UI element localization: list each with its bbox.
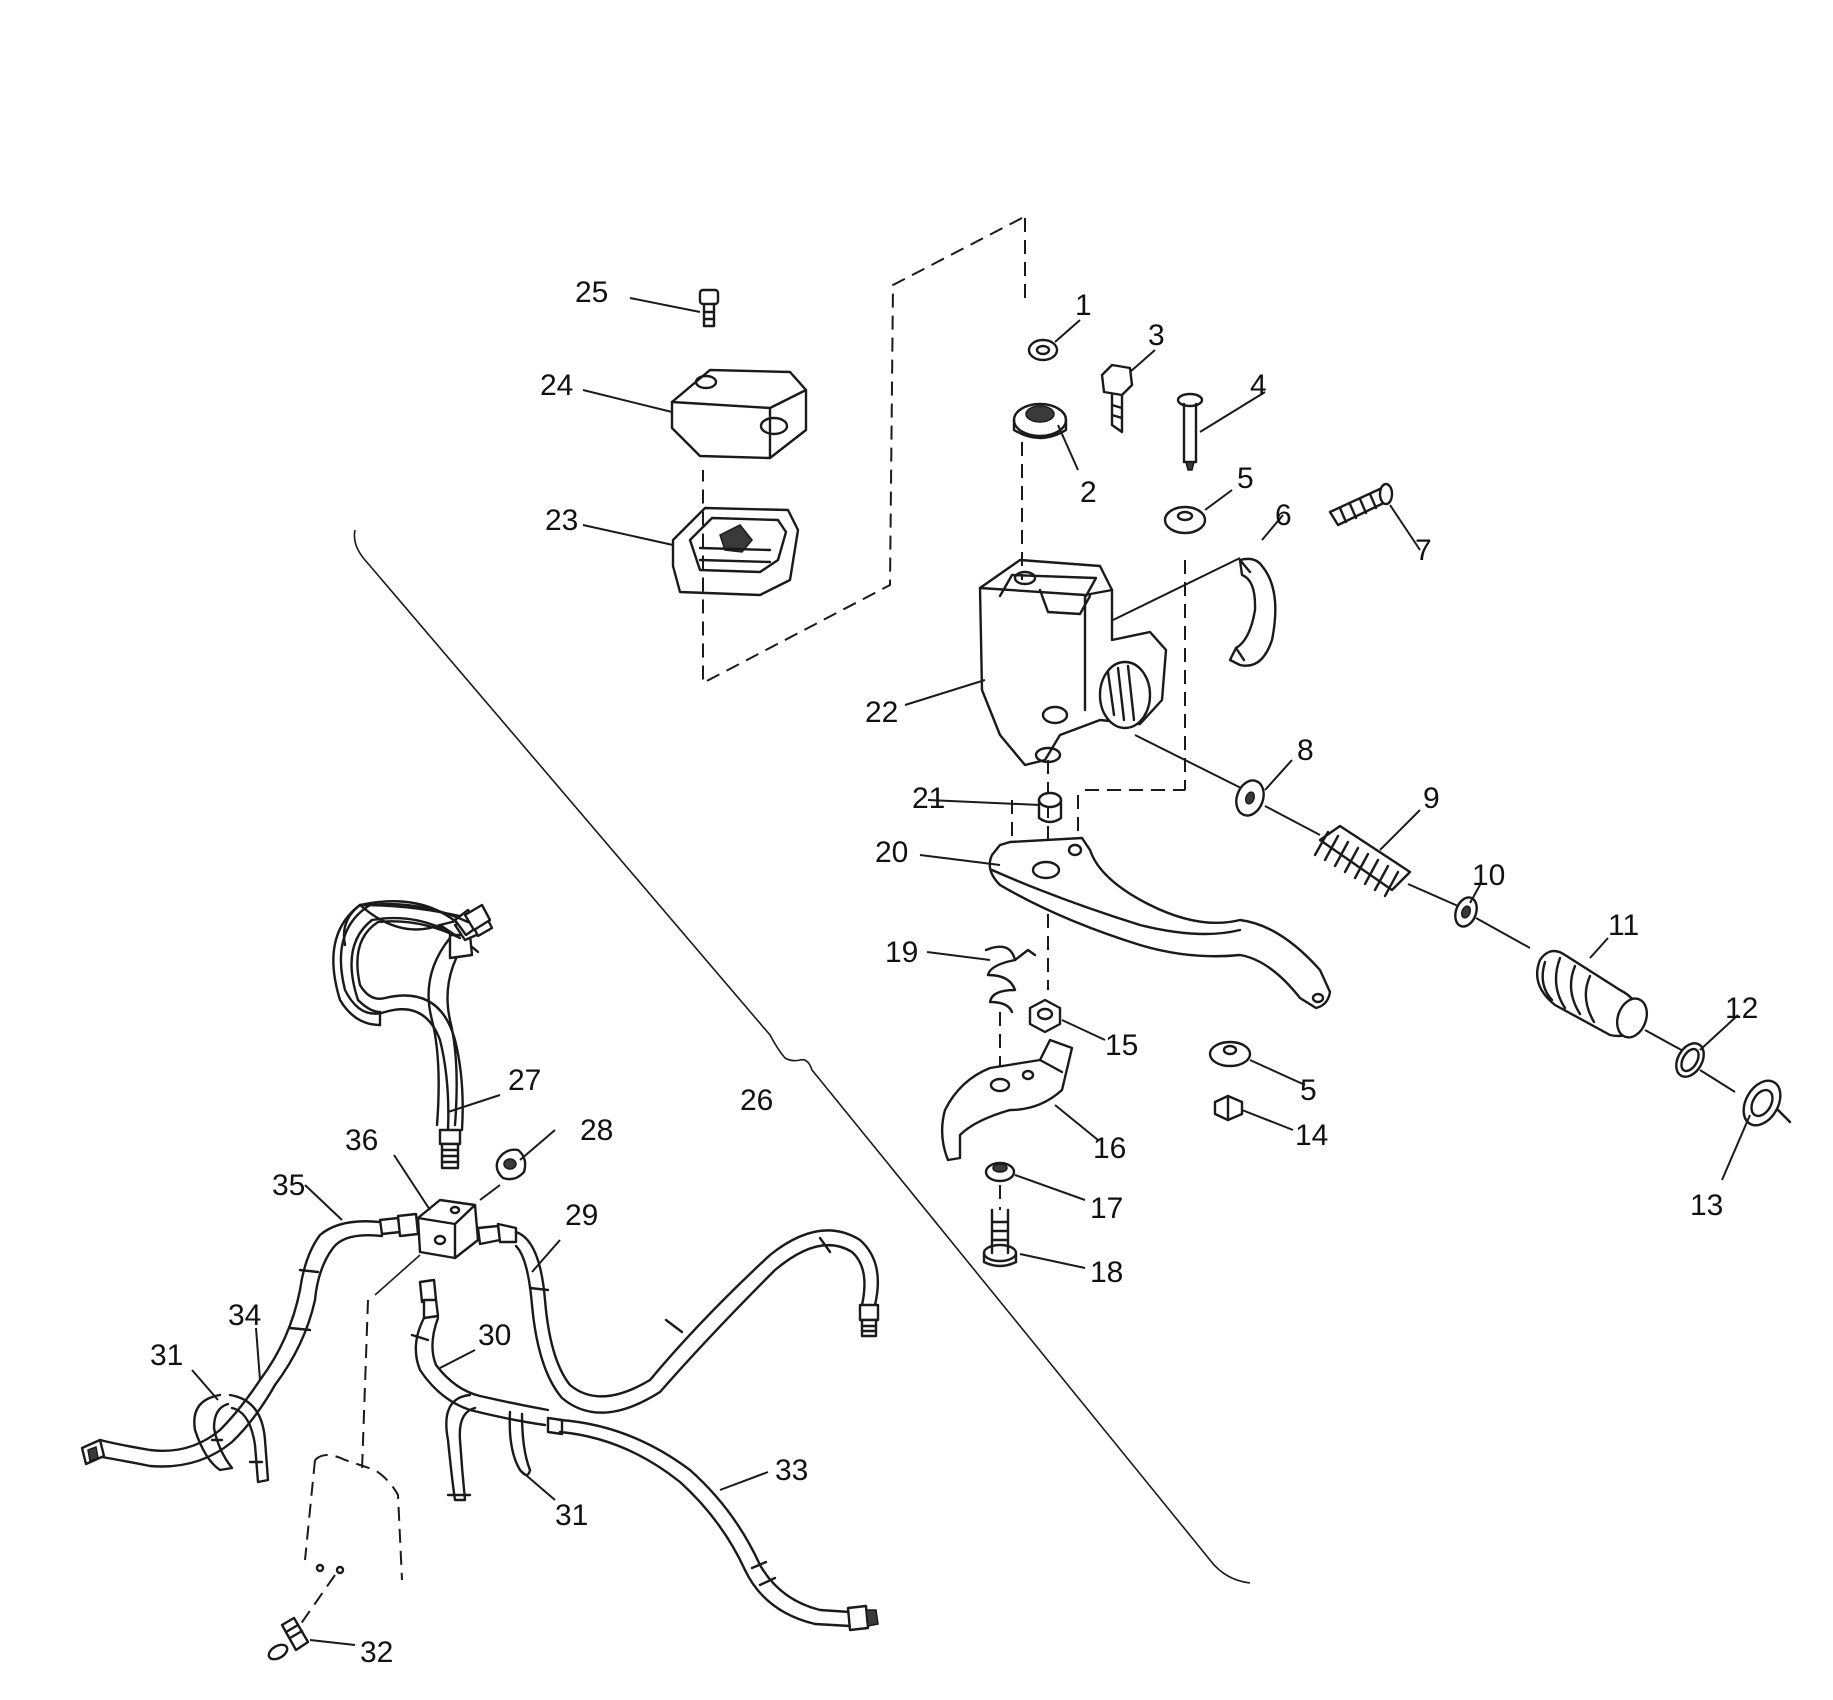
seal-12 <box>1675 1042 1705 1078</box>
washer-10 <box>1454 896 1478 928</box>
mounting-plate <box>299 1299 403 1626</box>
axis-11-12 <box>1644 1029 1686 1053</box>
hose-35 <box>258 1220 384 1387</box>
washer-8 <box>1235 779 1265 817</box>
washer-1 <box>1027 338 1059 362</box>
leader-block-down <box>374 1254 421 1296</box>
callout-14: 14 <box>1295 1119 1328 1152</box>
fitting-27-bottom <box>438 1128 462 1170</box>
hose-29 <box>514 1229 879 1414</box>
screw-18 <box>982 1185 1018 1268</box>
callout-24: 24 <box>540 369 573 402</box>
fitting-29-start <box>476 1222 518 1246</box>
axis-12-13 <box>1699 1069 1736 1093</box>
callout-22: 22 <box>865 696 898 729</box>
callout-13: 13 <box>1690 1189 1723 1222</box>
screw-32 <box>267 1616 310 1661</box>
callout-7: 7 <box>1415 534 1432 567</box>
bolt-7 <box>1328 482 1394 527</box>
axis-9-10 <box>1407 883 1459 907</box>
callout-12: 12 <box>1725 992 1758 1025</box>
bolt-28 <box>495 1148 527 1181</box>
callout-5-upper: 5 <box>1237 462 1254 495</box>
callout-9: 9 <box>1423 782 1440 815</box>
reservoir-diaphragm <box>671 506 800 597</box>
piston-11 <box>1535 949 1649 1039</box>
hose-34 <box>94 1378 277 1468</box>
callout-15: 15 <box>1105 1029 1138 1062</box>
callout-18: 18 <box>1090 1256 1123 1289</box>
callout-28: 28 <box>580 1114 613 1147</box>
master-cylinder-body <box>978 558 1168 767</box>
callout-19: 19 <box>885 936 918 969</box>
callout-27: 27 <box>508 1064 541 1097</box>
leader-cap <box>702 217 1026 685</box>
callout-17: 17 <box>1090 1192 1123 1225</box>
callout-1: 1 <box>1075 289 1092 322</box>
leader-lines <box>191 297 1751 1646</box>
callout-25: 25 <box>575 276 608 309</box>
leader-28-block <box>479 1184 501 1201</box>
callout-3: 3 <box>1148 319 1165 352</box>
callout-21: 21 <box>912 782 945 815</box>
hose-33 <box>546 1416 852 1628</box>
junction-block-36 <box>416 1198 480 1260</box>
callout-31-left: 31 <box>150 1339 183 1372</box>
callout-11: 11 <box>1608 909 1639 942</box>
washer-5-upper <box>1163 505 1207 535</box>
axis-10-11 <box>1475 917 1531 949</box>
reservoir-cap <box>670 368 808 460</box>
callout-36: 36 <box>345 1124 378 1157</box>
switch-bracket-16 <box>940 1038 1074 1162</box>
bolt-3 <box>1100 363 1134 434</box>
spring-9 <box>1313 824 1412 898</box>
nut-14 <box>1213 1094 1244 1122</box>
callout-20: 20 <box>875 836 908 869</box>
callout-33: 33 <box>775 1454 808 1487</box>
hose-33-end-fitting <box>846 1604 879 1632</box>
callout-2: 2 <box>1080 476 1097 509</box>
callout-34: 34 <box>228 1299 261 1332</box>
callout-6: 6 <box>1275 499 1292 532</box>
clamp-6 <box>1228 557 1277 667</box>
boot-13 <box>1742 1079 1792 1127</box>
callout-4: 4 <box>1250 369 1267 402</box>
leader-right <box>1077 560 1186 840</box>
axis-lower <box>1134 734 1246 791</box>
callout-5-lower: 5 <box>1300 1074 1317 1107</box>
callout-31-right: 31 <box>555 1499 588 1532</box>
hose-34-end-fitting <box>80 1438 106 1466</box>
hose-30-fitting <box>418 1278 440 1320</box>
callout-10: 10 <box>1472 859 1505 892</box>
fitting-35-end <box>378 1212 420 1238</box>
callout-23: 23 <box>545 504 578 537</box>
callout-35: 35 <box>272 1169 305 1202</box>
callout-29: 29 <box>565 1199 598 1232</box>
washer-17 <box>984 1161 1016 1183</box>
clip-31-left <box>193 1393 270 1484</box>
axis-upper <box>1112 557 1241 621</box>
pin-4 <box>1176 392 1204 471</box>
callout-16: 16 <box>1093 1132 1126 1165</box>
washer-5-lower <box>1208 1040 1252 1068</box>
callout-30: 30 <box>478 1319 511 1352</box>
nut-15 <box>1028 998 1062 1034</box>
callout-numbers: 1 2 3 4 5 6 7 8 9 10 11 12 13 14 15 5 16… <box>150 276 1758 1669</box>
cap-screw <box>698 288 720 328</box>
axis-8-9 <box>1264 805 1321 836</box>
grommet-2 <box>1012 402 1068 440</box>
callout-26: 26 <box>740 1084 773 1117</box>
callout-8: 8 <box>1297 734 1314 767</box>
bushing-21 <box>1037 791 1063 824</box>
spring-19 <box>984 945 1037 1080</box>
hose-29-end-fitting <box>858 1303 880 1338</box>
clip-31-right <box>445 1393 532 1502</box>
callout-32: 32 <box>360 1636 393 1669</box>
hose-27-body <box>339 902 470 1132</box>
lever-20 <box>988 836 1332 1010</box>
bracket-26 <box>353 529 1251 1584</box>
